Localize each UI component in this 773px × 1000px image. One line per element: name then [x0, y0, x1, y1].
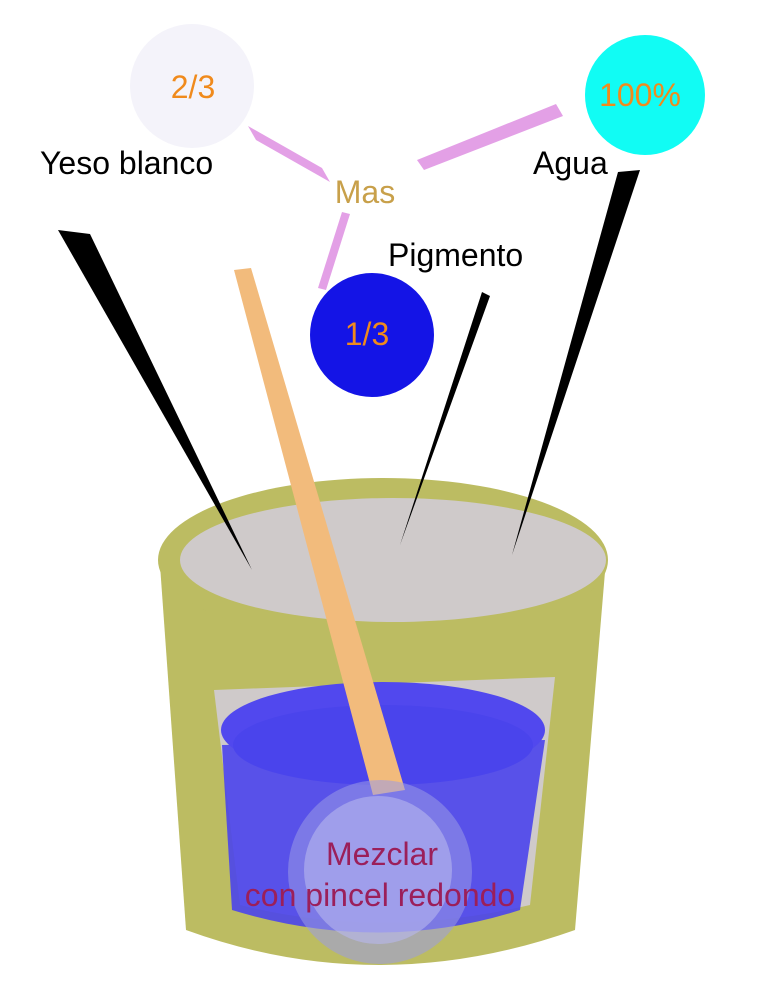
pigment-pointer — [400, 292, 490, 545]
mix-highlight-inner — [304, 796, 452, 944]
more-label: Mas — [335, 174, 395, 210]
glass-opening — [180, 498, 606, 622]
water-label: Agua — [533, 145, 608, 181]
plaster-pointer — [58, 230, 252, 570]
mix-instruction-line2: con pincel redondo — [245, 877, 515, 913]
pigment-label: Pigmento — [388, 237, 523, 273]
pigment-proportion-circle — [310, 273, 434, 397]
water-proportion: 100% — [599, 77, 681, 113]
round-brush-icon — [234, 268, 405, 795]
pigment-proportion: 1/3 — [345, 316, 389, 352]
connector-plaster — [248, 126, 330, 182]
plaster-proportion: 2/3 — [171, 69, 215, 105]
connector-water — [417, 104, 563, 170]
white-plaster-label: Yeso blanco — [40, 145, 213, 181]
plaster-proportion-circle — [130, 24, 254, 148]
water-pointer — [512, 170, 640, 555]
water-proportion-circle — [585, 35, 705, 155]
connector-pigment — [318, 212, 350, 290]
mix-instruction-line1: Mezclar — [326, 836, 438, 872]
